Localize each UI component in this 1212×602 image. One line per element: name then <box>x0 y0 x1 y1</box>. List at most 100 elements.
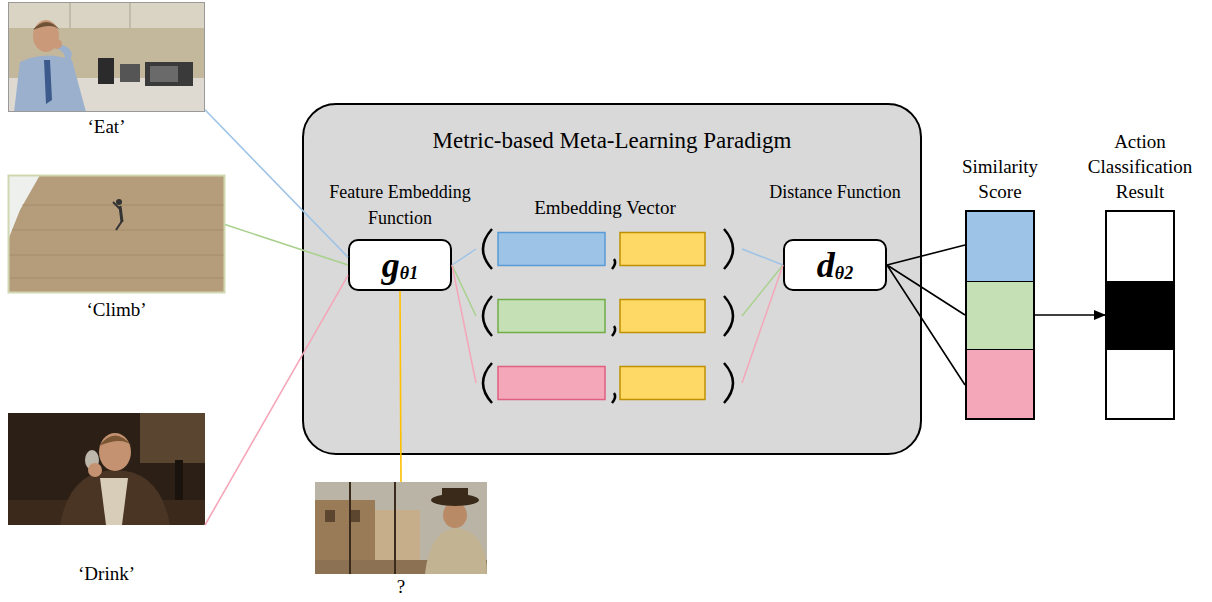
eat-photo-part <box>33 22 60 30</box>
pair-wires-part <box>742 249 783 265</box>
drink-photo-part <box>99 433 131 471</box>
climb-photo <box>8 175 225 293</box>
embedding-pairs <box>498 233 705 400</box>
query-photo <box>315 482 487 574</box>
panel-title: Metric-based Meta-Learning Paradigm <box>304 105 920 155</box>
embedding-pairs-part <box>620 300 705 333</box>
climb-photo-part <box>116 221 122 230</box>
drink-photo-part <box>175 460 183 500</box>
query-photo-part <box>325 510 335 522</box>
embedding-pairs-part <box>498 367 605 400</box>
connector <box>205 275 348 525</box>
embedding-pairs-part <box>620 233 705 266</box>
climb-photo-part <box>22 205 225 206</box>
eat-photo-part <box>8 2 205 112</box>
connector <box>887 245 965 385</box>
eat-photo-part <box>14 55 86 112</box>
column-heading-holder: Similarity Score <box>945 154 1055 204</box>
connector <box>225 225 348 265</box>
image-caption: ‘Climb’ <box>0 299 245 320</box>
image-caption: ? <box>295 576 507 597</box>
column-cell <box>1107 212 1173 281</box>
pair-brackets-part <box>724 363 733 403</box>
function-subscript: θ1 <box>400 264 418 282</box>
drink-photo-part <box>60 470 170 525</box>
climb-photo-part <box>8 175 225 293</box>
pair-wires-part <box>742 265 783 316</box>
pair-wires-part <box>452 265 476 383</box>
pair-wires-part <box>742 265 783 383</box>
climb-photo-part <box>8 278 225 279</box>
pair-brackets-part <box>724 296 733 336</box>
pair-wires-part <box>452 265 476 316</box>
eat-photo-part <box>98 58 114 84</box>
climb-photo-part <box>116 199 122 205</box>
pair-wires <box>452 249 783 383</box>
query-photo-part <box>315 482 487 574</box>
pair-brackets-part <box>483 363 492 403</box>
caption-holder: ‘Drink’ <box>0 563 225 584</box>
eat-photo-part <box>52 39 62 49</box>
score-column: Similarity Score <box>965 210 1035 420</box>
result-column: Action Classification Result <box>1105 210 1175 420</box>
column-cell <box>1107 281 1173 350</box>
column-heading-holder: Action Classification Result <box>1078 129 1202 204</box>
image-caption: ‘Drink’ <box>0 563 225 584</box>
query-photo-part <box>394 482 396 574</box>
drink-photo-part <box>100 478 128 525</box>
eat-photo-part <box>145 62 193 86</box>
eat-photo-part <box>44 60 52 104</box>
drink-photo-part <box>88 463 102 477</box>
caption-holder: ? <box>295 576 507 597</box>
pair-brackets-part <box>483 229 492 269</box>
embedding-pairs-part <box>498 300 605 333</box>
eat-photo <box>8 2 205 112</box>
drink-photo <box>8 413 205 525</box>
function-subscript: θ2 <box>835 264 853 282</box>
eat-photo-part <box>150 66 178 82</box>
embedding-pairs-part <box>620 367 705 400</box>
embedding-pairs-part <box>498 233 605 266</box>
drink-photo-part <box>8 413 205 525</box>
function-heading: Distance Function <box>755 179 915 231</box>
climb-photo-part <box>12 230 225 231</box>
pair-brackets-part <box>483 296 492 336</box>
query-photo-part <box>431 494 479 506</box>
drink-photo-part <box>99 436 132 447</box>
image-caption: ‘Eat’ <box>0 116 225 137</box>
eat-photo-part <box>70 2 71 28</box>
function-symbol: d <box>817 245 835 285</box>
pair-brackets-part <box>612 259 615 269</box>
drink-photo-part <box>140 413 205 463</box>
climb-photo-part <box>8 175 225 293</box>
eat-photo-part <box>9 3 205 112</box>
function-node: Distance Function dθ2 <box>755 179 915 291</box>
connector <box>205 110 348 257</box>
column-heading: Similarity Score <box>945 154 1055 204</box>
query-photo-part <box>425 528 487 574</box>
query-photo-part <box>349 482 351 574</box>
connector <box>1035 314 1105 316</box>
pair-brackets-part <box>724 229 733 269</box>
caption-holder: ‘Climb’ <box>0 299 245 320</box>
column-cell <box>1107 349 1173 418</box>
function-heading: Feature Embedding Function <box>320 179 480 231</box>
connector <box>400 291 401 482</box>
climb-photo-part <box>9 176 225 293</box>
column-cell <box>967 281 1033 350</box>
climb-photo-part <box>8 255 225 256</box>
function-box: gθ1 <box>348 239 452 291</box>
caption-holder: ‘Eat’ <box>0 116 225 137</box>
label-holder: Embedding Vector <box>505 197 705 219</box>
pair-brackets <box>483 229 733 403</box>
pair-brackets-part <box>612 393 615 403</box>
pair-wires-part <box>452 249 476 265</box>
function-symbol: g <box>382 245 400 285</box>
function-box: dθ2 <box>783 239 887 291</box>
query-photo-part <box>350 510 360 522</box>
eat-photo-part <box>120 64 140 82</box>
column-heading: Action Classification Result <box>1078 129 1202 204</box>
column-cell <box>967 212 1033 281</box>
